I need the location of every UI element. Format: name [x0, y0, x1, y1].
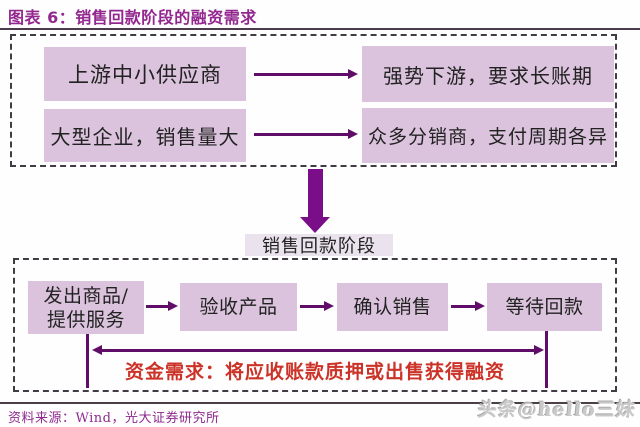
arrow-right-icon — [451, 305, 476, 308]
flow-section-box — [13, 258, 617, 392]
data-source-note: 资料来源：Wind，光大证券研究所 — [8, 411, 220, 426]
big-down-arrow-head-icon — [300, 217, 330, 233]
node-strong-downstream: 强势下游，要求长账期 — [362, 46, 614, 102]
figure-title: 图表 6：销售回款阶段的融资需求 — [8, 8, 257, 27]
stage-label: 销售回款阶段 — [245, 234, 393, 257]
flow-step-accept-product: 验收产品 — [180, 283, 297, 331]
flow-step-line: 验收产品 — [199, 296, 278, 318]
arrow-right-icon — [146, 305, 169, 308]
toutiao-watermark: 头条@hello三妹 — [476, 399, 637, 421]
flow-step-line: 发出商品/ — [43, 284, 129, 307]
node-large-enterprise: 大型企业，销售量大 — [44, 109, 246, 162]
flow-step-await-payment: 等待回款 — [487, 283, 602, 331]
flow-step-line: 等待回款 — [505, 296, 584, 318]
span-marker-right-line — [545, 331, 548, 388]
flow-step-confirm-sale: 确认销售 — [337, 283, 448, 331]
node-many-distributors: 众多分销商，支付周期各异 — [362, 108, 614, 163]
arrow-right-icon — [254, 73, 349, 76]
span-marker-left-line — [86, 334, 89, 388]
funding-need-note: 资金需求：将应收账款质押或出售获得融资 — [124, 361, 505, 383]
title-divider — [0, 28, 640, 30]
top-section-box: 上游中小供应商 大型企业，销售量大 强势下游，要求长账期 众多分销商，支付周期各… — [10, 34, 617, 167]
footer-divider — [0, 402, 640, 404]
arrow-right-icon — [254, 133, 349, 136]
big-down-arrow-icon — [308, 169, 323, 218]
flow-step-line: 提供服务 — [46, 308, 125, 331]
flow-step-line: 确认销售 — [353, 296, 432, 318]
flow-step-ship-goods: 发出商品/ 提供服务 — [28, 281, 144, 334]
arrow-right-icon — [300, 305, 325, 308]
node-upstream-suppliers: 上游中小供应商 — [44, 47, 246, 101]
double-headed-arrow-icon — [101, 349, 535, 352]
